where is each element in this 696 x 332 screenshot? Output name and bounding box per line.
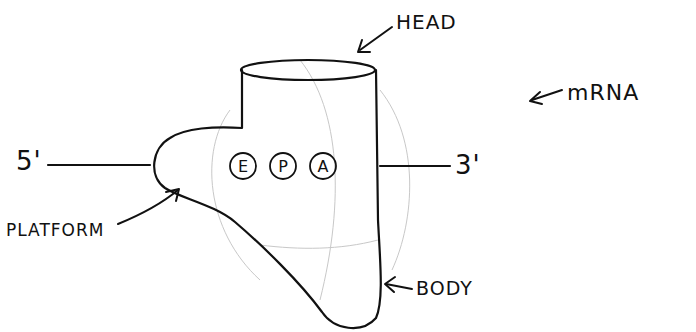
part-label: 3' [455, 150, 481, 180]
leader-arrow [360, 27, 392, 50]
site-circle: E [229, 152, 257, 180]
circle-outline [230, 153, 256, 179]
site-circle: P [269, 152, 297, 180]
arrow-head [358, 40, 370, 52]
site-letter: A [309, 152, 337, 180]
circle-outline [270, 153, 296, 179]
ribosome-body-outline [154, 70, 381, 328]
sketch-line [300, 60, 335, 300]
part-label: mRNA [567, 80, 639, 105]
part-label: PLATFORM [6, 220, 104, 240]
mrna-strand [380, 165, 450, 167]
arrow-head [166, 189, 179, 201]
site-letter: E [229, 152, 257, 180]
leader-arrow [118, 190, 178, 224]
part-label: 5' [16, 146, 42, 176]
circle-outline [310, 153, 336, 179]
part-label: BODY [416, 277, 473, 299]
arrow-head [385, 277, 395, 292]
site-letter: P [269, 152, 297, 180]
part-label: HEAD [396, 10, 457, 34]
site-circle: A [309, 152, 337, 180]
sketch-line [380, 90, 410, 270]
head-top [241, 60, 375, 80]
sketch-line [212, 110, 260, 280]
arrow-head [530, 92, 542, 104]
sketch-line [260, 240, 378, 248]
mrna-strand [48, 164, 150, 166]
